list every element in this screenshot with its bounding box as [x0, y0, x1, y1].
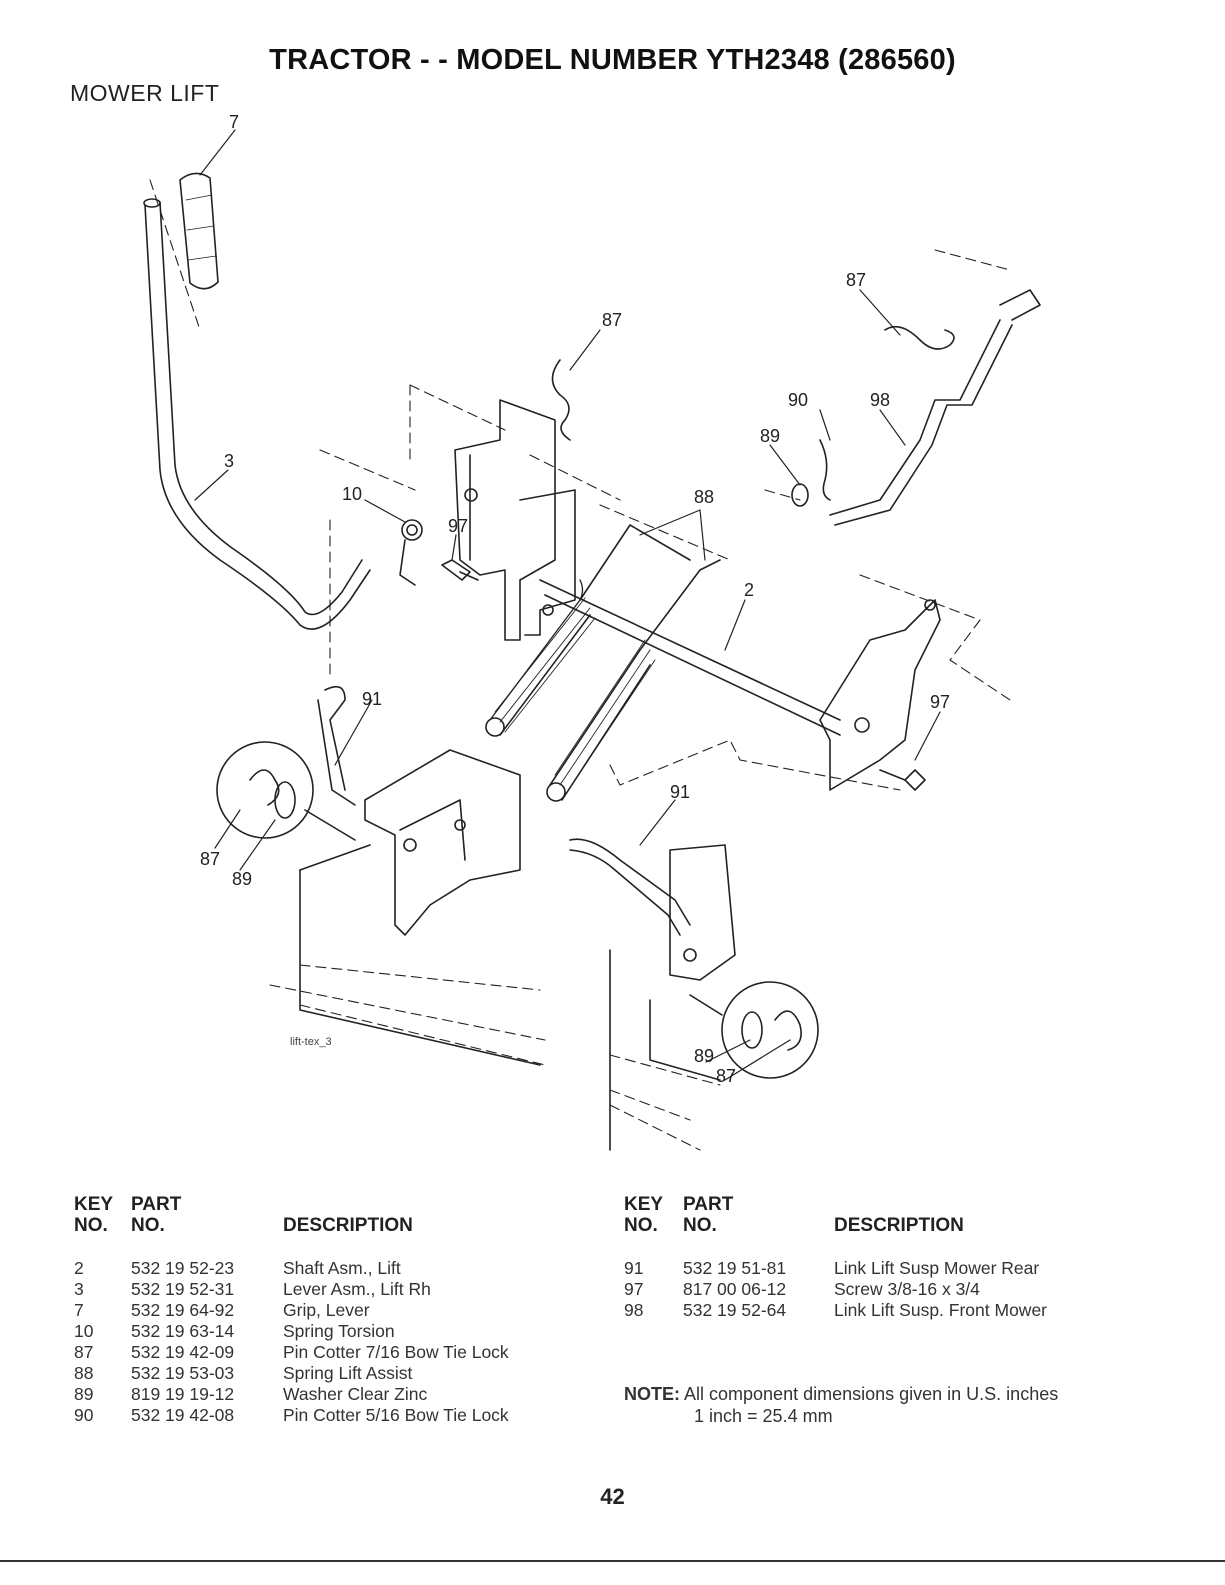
callout-label: 91	[362, 689, 382, 709]
lift-lever-drawing	[143, 198, 371, 630]
magnified-detail-left-drawing	[216, 741, 356, 841]
callout-label: 87	[200, 849, 220, 869]
part-header-bottom: NO.	[683, 1215, 717, 1236]
table-row-key: 97	[624, 1279, 644, 1299]
table-row-key: 87	[74, 1342, 94, 1362]
table-row-description: Grip, Lever	[283, 1300, 370, 1320]
table-row-description: Pin Cotter 7/16 Bow Tie Lock	[283, 1342, 509, 1362]
table-row-description: Screw 3/8-16 x 3/4	[834, 1279, 980, 1299]
table-row-key: 90	[74, 1405, 94, 1425]
exploded-parts-diagram: 7 87 87 90 98 89 3 10 97 88 2 91 97 87 8…	[143, 112, 1041, 1151]
right-bracket-drawing	[819, 599, 941, 791]
table-row-part: 532 19 42-09	[131, 1342, 235, 1362]
note-label: NOTE:	[624, 1384, 680, 1404]
callout-label: 97	[930, 692, 950, 712]
table-row-part: 532 19 51-81	[683, 1258, 787, 1278]
diagram-callouts: 7 87 87 90 98 89 3 10 97 88 2 91 97 87 8…	[200, 112, 950, 1086]
callout-label: 90	[788, 390, 808, 410]
torsion-spring-drawing	[399, 519, 423, 586]
table-row-part: 532 19 52-31	[131, 1279, 235, 1299]
part-header-top: PART	[131, 1194, 182, 1215]
callout-label: 98	[870, 390, 890, 410]
callout-label: 88	[694, 487, 714, 507]
callout-label: 89	[760, 426, 780, 446]
table-row-key: 2	[74, 1258, 84, 1278]
description-header: DESCRIPTION	[834, 1215, 964, 1236]
table-row-key: 98	[624, 1300, 644, 1320]
callout-label: 87	[846, 270, 866, 290]
rear-link-right-drawing	[569, 838, 691, 936]
table-row-description: Pin Cotter 5/16 Bow Tie Lock	[283, 1405, 509, 1425]
section-title: MOWER LIFT	[70, 80, 220, 106]
table-row-description: Shaft Asm., Lift	[283, 1258, 401, 1278]
table-row-part: 819 19 19-12	[131, 1384, 235, 1404]
assist-springs-drawing	[485, 524, 721, 802]
callout-label: 10	[342, 484, 362, 504]
table-row-part: 532 19 64-92	[131, 1300, 235, 1320]
callout-label: 89	[694, 1046, 714, 1066]
callout-label: 91	[670, 782, 690, 802]
table-row-key: 3	[74, 1279, 84, 1299]
magnified-detail-right-drawing	[689, 981, 819, 1079]
key-header-bottom: NO.	[624, 1215, 658, 1236]
table-row-description: Washer Clear Zinc	[283, 1384, 428, 1404]
table-row-description: Spring Lift Assist	[283, 1363, 413, 1383]
rear-link-left-drawing	[317, 685, 356, 806]
cotter-pin-drawing	[551, 325, 955, 501]
page-title: TRACTOR - - MODEL NUMBER YTH2348 (286560…	[269, 44, 956, 76]
table-row-description: Spring Torsion	[283, 1321, 395, 1341]
table-row-part: 532 19 63-14	[131, 1321, 235, 1341]
table-row-description: Link Lift Susp Mower Rear	[834, 1258, 1040, 1278]
bottom-divider	[0, 1560, 1225, 1562]
table-row-key: 7	[74, 1300, 84, 1320]
key-header-bottom: NO.	[74, 1215, 108, 1236]
note-conversion: 1 inch = 25.4 mm	[694, 1406, 833, 1426]
screw-drawing	[441, 559, 926, 791]
callout-label: 87	[602, 310, 622, 330]
part-header-bottom: NO.	[131, 1215, 165, 1236]
table-row-description: Link Lift Susp. Front Mower	[834, 1300, 1047, 1320]
dimensions-note: NOTE: All component dimensions given in …	[624, 1384, 1058, 1405]
right-deck-bracket-drawing	[609, 844, 736, 1151]
table-row-part: 817 00 06-12	[683, 1279, 787, 1299]
callout-label: 87	[716, 1066, 736, 1086]
note-text: All component dimensions given in U.S. i…	[684, 1384, 1059, 1404]
table-row-key: 89	[74, 1384, 94, 1404]
table-row-description: Lever Asm., Lift Rh	[283, 1279, 431, 1299]
left-deck-bracket-drawing	[299, 749, 541, 1066]
part-header-top: PART	[683, 1194, 734, 1215]
callout-label: 7	[229, 112, 239, 132]
table-row-part: 532 19 53-03	[131, 1363, 235, 1383]
grip-drawing	[179, 172, 219, 290]
table-row-part: 532 19 52-23	[131, 1258, 235, 1278]
bracket-drawing	[454, 399, 576, 641]
lift-shaft-drawing	[539, 579, 841, 736]
description-header: DESCRIPTION	[283, 1215, 413, 1236]
table-row-key: 91	[624, 1258, 644, 1278]
table-row-key: 10	[74, 1321, 94, 1341]
table-row-part: 532 19 52-64	[683, 1300, 787, 1320]
key-header-top: KEY	[624, 1194, 664, 1215]
diagram-caption: lift-tex_3	[290, 1036, 332, 1048]
table-row-part: 532 19 42-08	[131, 1405, 235, 1425]
table-row-key: 88	[74, 1363, 94, 1383]
callout-label: 2	[744, 580, 754, 600]
callout-label: 89	[232, 869, 252, 889]
key-header-top: KEY	[74, 1194, 114, 1215]
page-number: 42	[600, 1484, 625, 1509]
front-link-drawing	[791, 289, 1041, 526]
callout-label: 3	[224, 451, 234, 471]
callout-label: 97	[448, 516, 468, 536]
